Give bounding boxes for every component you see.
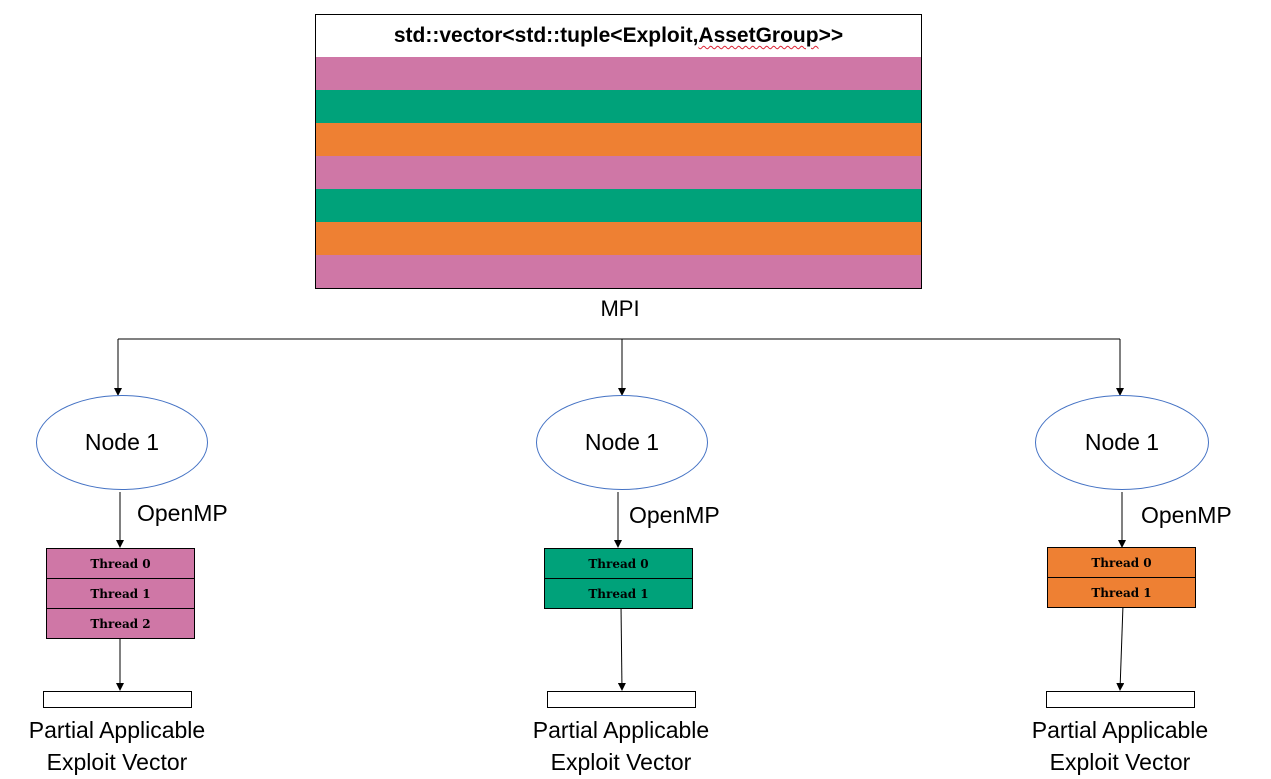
openmp-label-3: OpenMP (1141, 502, 1232, 528)
vector-header: std::vector<std::tuple<Exploit, AssetGro… (315, 14, 922, 58)
thread-box: Thread 1 (1047, 578, 1196, 608)
caption-line-1: Partial Applicable (28, 717, 206, 743)
caption-line-1: Partial Applicable (1031, 717, 1209, 743)
thread-stack-1: Thread 0 Thread 1 Thread 2 (46, 548, 195, 639)
caption-line-1: Partial Applicable (532, 717, 710, 743)
vector-header-suffix: >> (818, 24, 844, 47)
thread-box: Thread 0 (544, 548, 693, 579)
result-arrow-3 (1116, 604, 1125, 691)
node-ellipse-2: Node 1 (536, 395, 708, 490)
thread-stack-3: Thread 0 Thread 1 (1047, 547, 1196, 608)
vector-row (315, 255, 922, 289)
openmp-label-2: OpenMP (629, 502, 720, 528)
thread-box: Thread 1 (46, 579, 195, 609)
partial-vector-box-1 (43, 691, 192, 708)
result-arrow-2 (617, 604, 626, 691)
thread-box: Thread 0 (46, 548, 195, 579)
caption-line-2: Exploit Vector (46, 749, 188, 775)
thread-box: Thread 0 (1047, 547, 1196, 578)
vector-header-prefix: std::vector<std::tuple<Exploit, (393, 24, 699, 47)
mpi-label: MPI (600, 296, 640, 321)
vector-row (315, 57, 922, 91)
vector-row (315, 189, 922, 223)
partial-vector-box-3 (1046, 691, 1195, 708)
vector-row (315, 222, 922, 256)
vector-row (315, 156, 922, 190)
partial-vector-caption-2: Partial Applicable Exploit Vector (491, 714, 751, 778)
vector-header-assetgroup: AssetGroup (698, 24, 819, 47)
thread-box: Thread 2 (46, 609, 195, 639)
partial-vector-box-2 (547, 691, 696, 708)
vector-row (315, 90, 922, 124)
partial-vector-caption-1: Partial Applicable Exploit Vector (0, 714, 247, 778)
vector-row (315, 123, 922, 157)
openmp-label-1: OpenMP (137, 500, 228, 526)
thread-stack-2: Thread 0 Thread 1 (544, 548, 693, 609)
caption-line-2: Exploit Vector (1049, 749, 1191, 775)
thread-box: Thread 1 (544, 579, 693, 609)
node-ellipse-1: Node 1 (36, 395, 208, 490)
partial-vector-caption-3: Partial Applicable Exploit Vector (990, 714, 1250, 778)
caption-line-2: Exploit Vector (550, 749, 692, 775)
node-ellipse-3: Node 1 (1035, 395, 1209, 490)
